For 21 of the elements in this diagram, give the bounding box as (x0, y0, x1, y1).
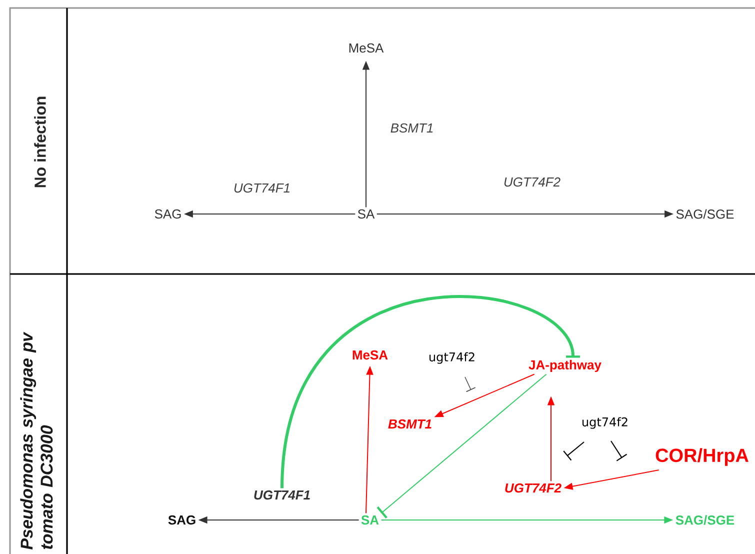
gene-label: ugt74f2 (430, 352, 474, 364)
node-label: SAG (154, 209, 181, 219)
node-label: MeSA (352, 350, 388, 360)
node-label: UGT74F1 (254, 490, 310, 500)
node-label: SAG/SGE (676, 515, 734, 525)
edge-label: UGT74F1 (232, 182, 292, 194)
node-label: JA-pathway (528, 360, 602, 372)
node-label: COR/HrpA (656, 448, 748, 466)
gene-label: ugt74f2 (582, 417, 628, 429)
node-label: SA (358, 209, 375, 219)
edge-label: BSMT1 (389, 122, 435, 134)
node-label: SAG (168, 515, 196, 525)
row-header: No infection (34, 96, 46, 188)
edge-label: UGT74F2 (502, 176, 562, 188)
node-label: SAG/SGE (676, 209, 734, 219)
node-label: UGT74F2 (505, 483, 562, 493)
node-label: SA (361, 515, 379, 525)
arrow (280, 295, 580, 488)
row-header: Pseudomonas syringae pv tomato DC3000 (20, 332, 53, 550)
node-label: BSMT1 (388, 419, 432, 429)
node-label: MeSA (349, 43, 384, 53)
